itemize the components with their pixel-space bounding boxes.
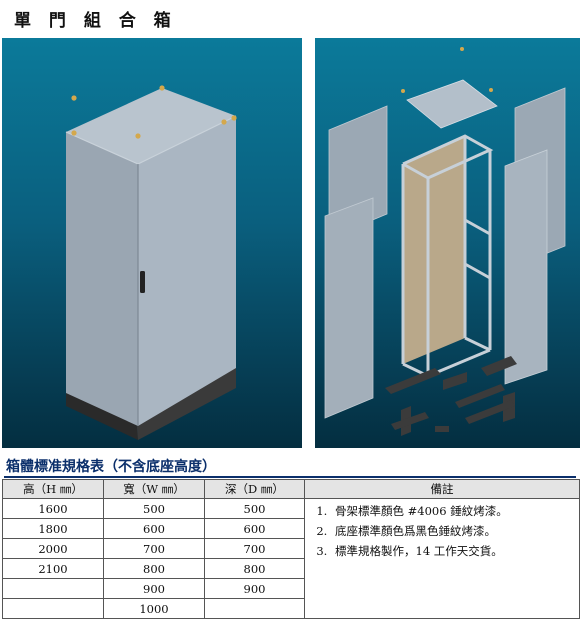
depth-cell: 800 — [204, 558, 305, 579]
table-row: 2000 700 700 — [2, 538, 580, 559]
width-cell: 800 — [103, 558, 205, 579]
height-cell — [2, 578, 104, 599]
note-item: 底座標準顏色爲黑色錘紋烤漆。 — [331, 523, 579, 539]
width-cell: 500 — [103, 498, 205, 519]
height-cell: 1800 — [2, 518, 104, 539]
depth-cell — [204, 598, 305, 619]
page-title: 單 門 組 合 箱 — [14, 11, 177, 31]
height-cell: 2000 — [2, 538, 104, 559]
width-cell: 600 — [103, 518, 205, 539]
width-cell: 700 — [103, 538, 205, 559]
width-cell: 1000 — [103, 598, 205, 619]
height-cell — [2, 598, 104, 619]
note-item: 骨架標準顏色 #4006 錘紋烤漆。 — [331, 503, 579, 519]
table-header-row: 高（H ㎜） 寬（W ㎜） 深（D ㎜） 備註 — [2, 479, 580, 499]
header-notes: 備註 — [304, 479, 580, 499]
table-row: 1600 500 500 骨架標準顏色 #4006 錘紋烤漆。 底座標準顏色爲黑… — [2, 498, 580, 619]
header-width: 寬（W ㎜） — [103, 479, 205, 499]
height-cell: 1600 — [2, 498, 104, 519]
table-row: 2100 800 800 — [2, 558, 580, 579]
assembled-cabinet-image — [2, 38, 302, 448]
title-divider — [4, 476, 576, 478]
table-row: 900 900 — [2, 578, 580, 599]
notes-cell: 骨架標準顏色 #4006 錘紋烤漆。 底座標準顏色爲黑色錘紋烤漆。 標準規格製作… — [304, 498, 580, 619]
depth-cell: 600 — [204, 518, 305, 539]
depth-cell: 700 — [204, 538, 305, 559]
exploded-cabinet-image — [315, 38, 580, 448]
depth-cell: 500 — [204, 498, 305, 519]
table-row: 1000 — [2, 598, 580, 619]
depth-cell: 900 — [204, 578, 305, 599]
note-item: 標準規格製作，14 工作天交貨。 — [331, 543, 579, 559]
width-cell: 900 — [103, 578, 205, 599]
spec-table-title: 箱體標准規格表（不含底座高度） — [6, 459, 216, 475]
header-height: 高（H ㎜） — [2, 479, 104, 499]
height-cell: 2100 — [2, 558, 104, 579]
notes-list: 骨架標準顏色 #4006 錘紋烤漆。 底座標準顏色爲黑色錘紋烤漆。 標準規格製作… — [313, 503, 579, 559]
spec-table: 高（H ㎜） 寬（W ㎜） 深（D ㎜） 備註 1600 500 500 骨架標… — [2, 479, 580, 619]
header-depth: 深（D ㎜） — [204, 479, 305, 499]
